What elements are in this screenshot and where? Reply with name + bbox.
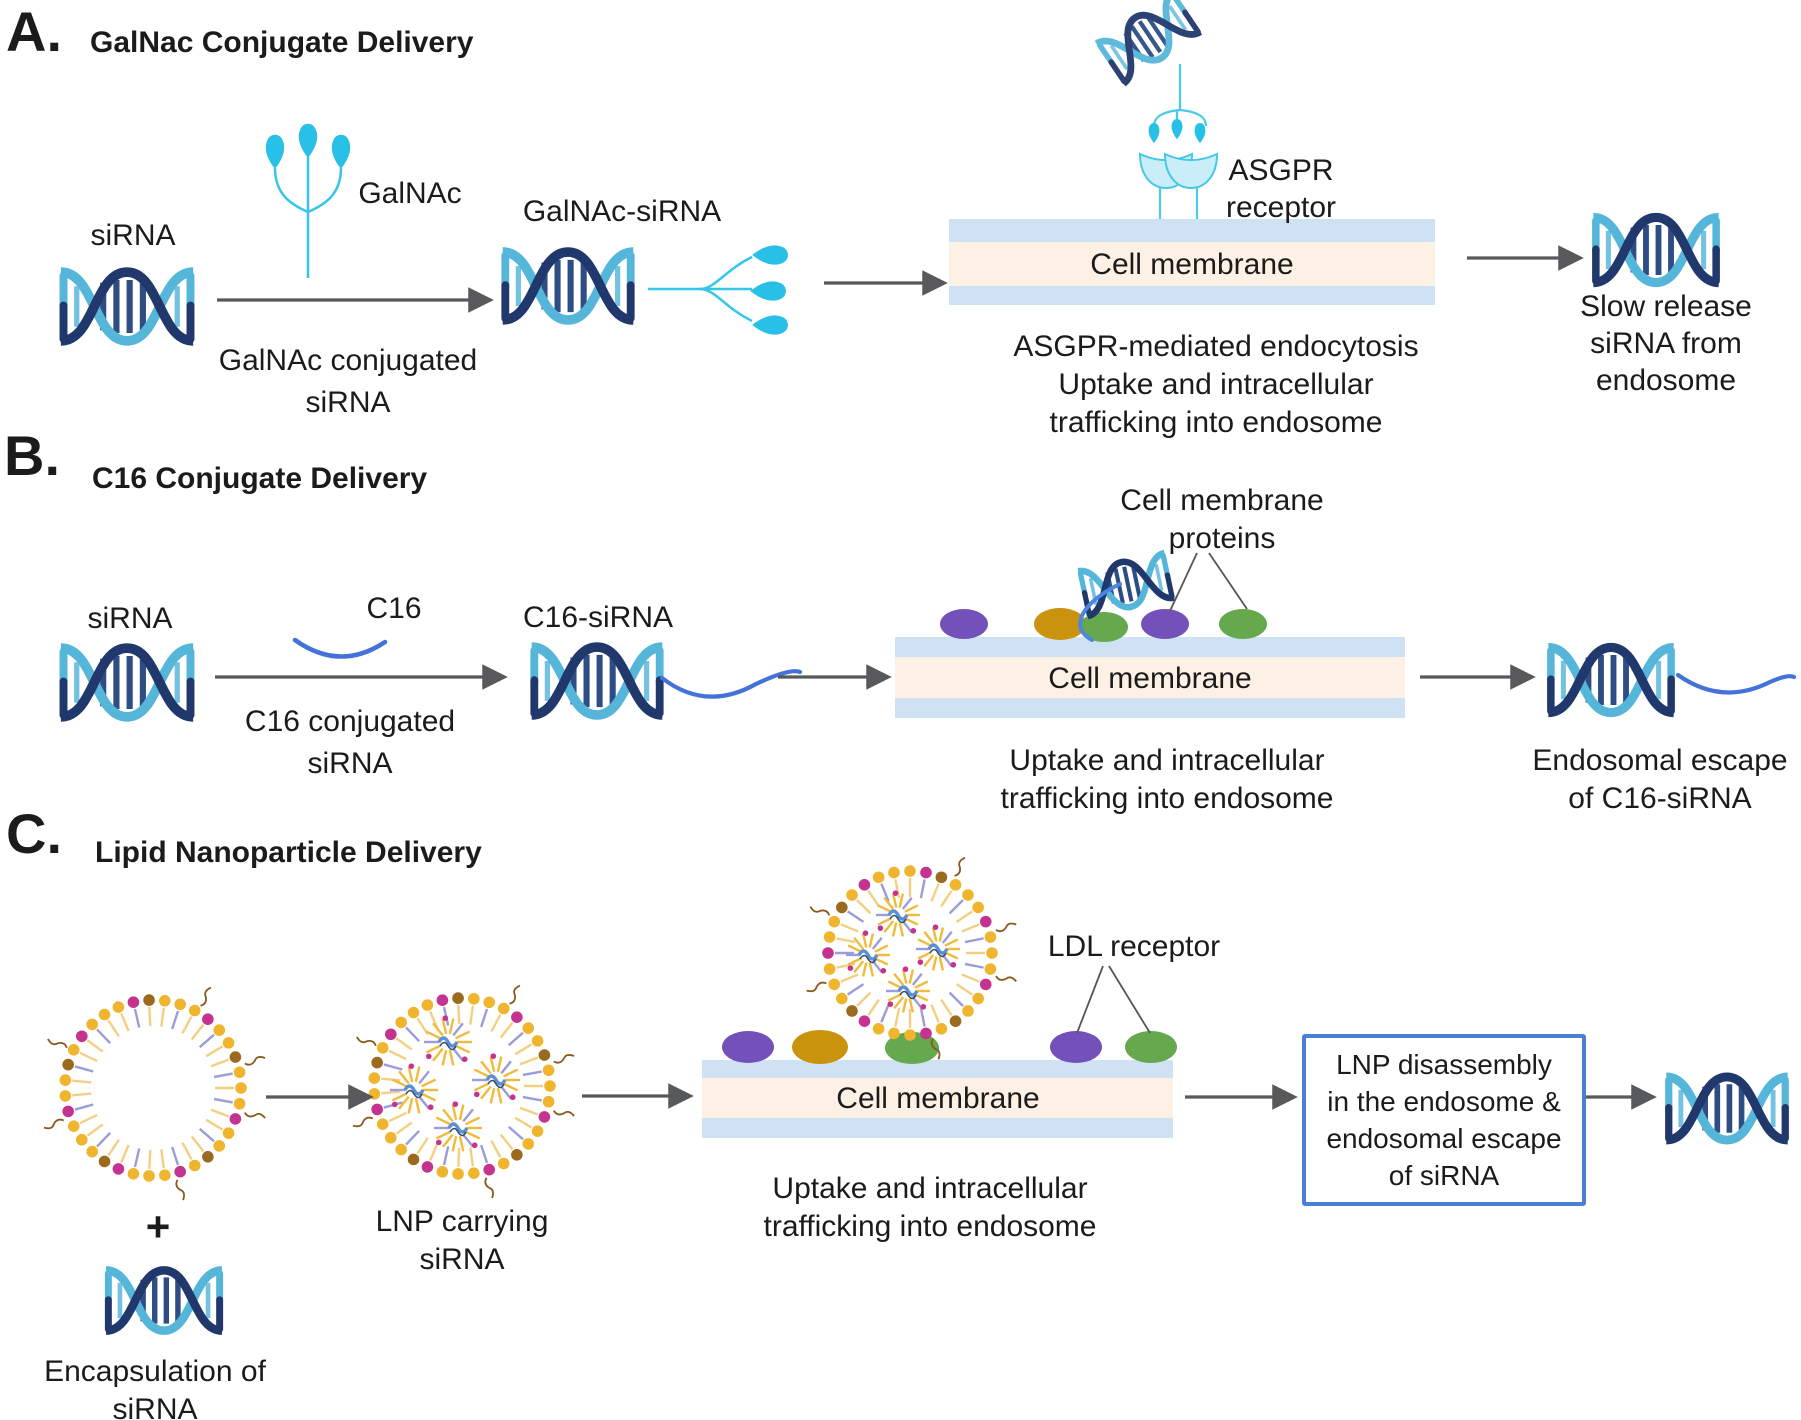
- sirna-helix-icon: [61, 272, 193, 341]
- caption-line: receptor: [1225, 191, 1337, 224]
- sirna-label-a: siRNA: [90, 219, 176, 252]
- galnac-label: GalNAc: [358, 177, 462, 210]
- uptake-caption-c: Uptake and intracellular trafficking int…: [764, 1170, 1097, 1246]
- caption-line: of C16-siRNA: [1568, 782, 1752, 815]
- empty-lnp-icon: [43, 986, 266, 1201]
- sirna-label-b: siRNA: [87, 602, 173, 635]
- section-title-a: GalNac Conjugate Delivery: [90, 26, 474, 59]
- membrane-proteins-b: [940, 608, 1267, 642]
- c16-label: C16: [366, 592, 422, 625]
- caption-line: of siRNA: [1388, 1160, 1500, 1191]
- caption-line: siRNA: [112, 1393, 198, 1420]
- cell-membrane-label-c: Cell membrane: [836, 1082, 1040, 1115]
- encapsulated-sirna-helix-icon: [106, 1270, 222, 1330]
- ldl-receptor-label: LDL receptor: [1047, 930, 1221, 963]
- asgpr-receptor-label: ASGPR receptor: [1226, 152, 1336, 226]
- galnac-sirna-label: GalNAc-siRNA: [522, 195, 722, 228]
- membrane-proteins-c: [722, 1030, 1177, 1064]
- caption-line: trafficking into endosome: [1000, 782, 1334, 815]
- caption-line: Uptake and intracellular: [1058, 368, 1374, 401]
- caption-line: in the endosome &: [1327, 1086, 1561, 1117]
- galnac-sirna-helix-icon: [503, 252, 634, 320]
- encapsulation-caption: Encapsulation of siRNA: [44, 1353, 266, 1420]
- plus-sign: +: [145, 1203, 171, 1250]
- lnp-carrying-caption: LNP carrying siRNA: [376, 1203, 549, 1279]
- ldl-pointer-lines: [1076, 965, 1151, 1034]
- caption-line: GalNAc conjugated: [218, 344, 478, 377]
- protein-pointer-lines: [1169, 552, 1248, 612]
- caption-line: siRNA: [305, 386, 391, 419]
- caption-line: endosomal escape: [1326, 1123, 1562, 1154]
- cell-membrane-label-b: Cell membrane: [1048, 662, 1252, 695]
- cell-membrane-a: [949, 219, 1435, 305]
- caption-line: C16 conjugated: [244, 705, 456, 738]
- anchored-sirna-helix-icon: [1078, 553, 1174, 642]
- cell-membrane-c: [702, 1060, 1173, 1138]
- lnp-disassembly-box: LNP disassembly in the endosome & endoso…: [1302, 1034, 1586, 1206]
- caption-line: ASGPR-mediated endocytosis: [1013, 330, 1419, 363]
- caption-line: LNP carrying: [375, 1205, 549, 1238]
- caption-line: trafficking into endosome: [1049, 406, 1383, 439]
- caption-line: proteins: [1168, 522, 1276, 555]
- caption-line: siRNA from: [1590, 327, 1742, 360]
- step-caption-b: C16 conjugated siRNA: [245, 701, 455, 785]
- caption-line: siRNA: [419, 1243, 505, 1276]
- caption-line: Encapsulation of: [44, 1355, 266, 1388]
- released-sirna-helix-icon: [1593, 217, 1718, 282]
- caption-line: Slow release: [1580, 290, 1752, 323]
- galnac-molecule-icon: [265, 123, 351, 278]
- caption-line: Uptake and intracellular: [772, 1172, 1088, 1205]
- caption-line: Uptake and intracellular: [1009, 744, 1325, 777]
- sirna-helix-icon: [61, 648, 193, 717]
- section-title-b: C16 Conjugate Delivery: [92, 462, 428, 495]
- caption-line: ASGPR: [1228, 154, 1334, 187]
- galnac-branch-icon: [648, 245, 788, 335]
- final-sirna-helix-icon: [1666, 1077, 1787, 1140]
- caption-line: endosome: [1595, 364, 1737, 397]
- caption-line: siRNA: [307, 747, 393, 780]
- result-caption-b: Endosomal escape of C16-siRNA: [1532, 742, 1787, 818]
- lnp-on-membrane-icon: [806, 856, 1017, 1060]
- caption-line: Endosomal escape: [1532, 744, 1788, 777]
- c16-sirna-helix-icon: [532, 647, 803, 715]
- panel-label-b: B.: [4, 424, 60, 487]
- c16-lipid-icon: [292, 637, 388, 659]
- caption-line: trafficking into endosome: [763, 1210, 1097, 1243]
- caption-line: Cell membrane: [1120, 484, 1324, 517]
- cell-membrane-label-a: Cell membrane: [1090, 248, 1294, 281]
- asgpr-receptor-icon: [1097, 0, 1218, 219]
- uptake-caption-b: Uptake and intracellular trafficking int…: [1001, 742, 1334, 818]
- result-caption-a: Slow release siRNA from endosome: [1580, 288, 1752, 399]
- panel-label-c: C.: [6, 802, 62, 865]
- step-caption-a: GalNAc conjugated siRNA: [219, 340, 478, 424]
- uptake-caption-a: ASGPR-mediated endocytosis Uptake and in…: [1013, 328, 1418, 442]
- panel-label-a: A.: [6, 0, 62, 63]
- section-title-c: Lipid Nanoparticle Delivery: [95, 836, 482, 869]
- c16-sirna-label: C16-siRNA: [522, 601, 674, 634]
- membrane-proteins-label: Cell membrane proteins: [1120, 482, 1323, 558]
- lnp-carrying-sirna-icon: [352, 984, 575, 1199]
- caption-line: LNP disassembly: [1336, 1049, 1552, 1080]
- cell-membrane-b: [895, 637, 1405, 718]
- escaped-c16-sirna-helix-icon: [1548, 647, 1797, 712]
